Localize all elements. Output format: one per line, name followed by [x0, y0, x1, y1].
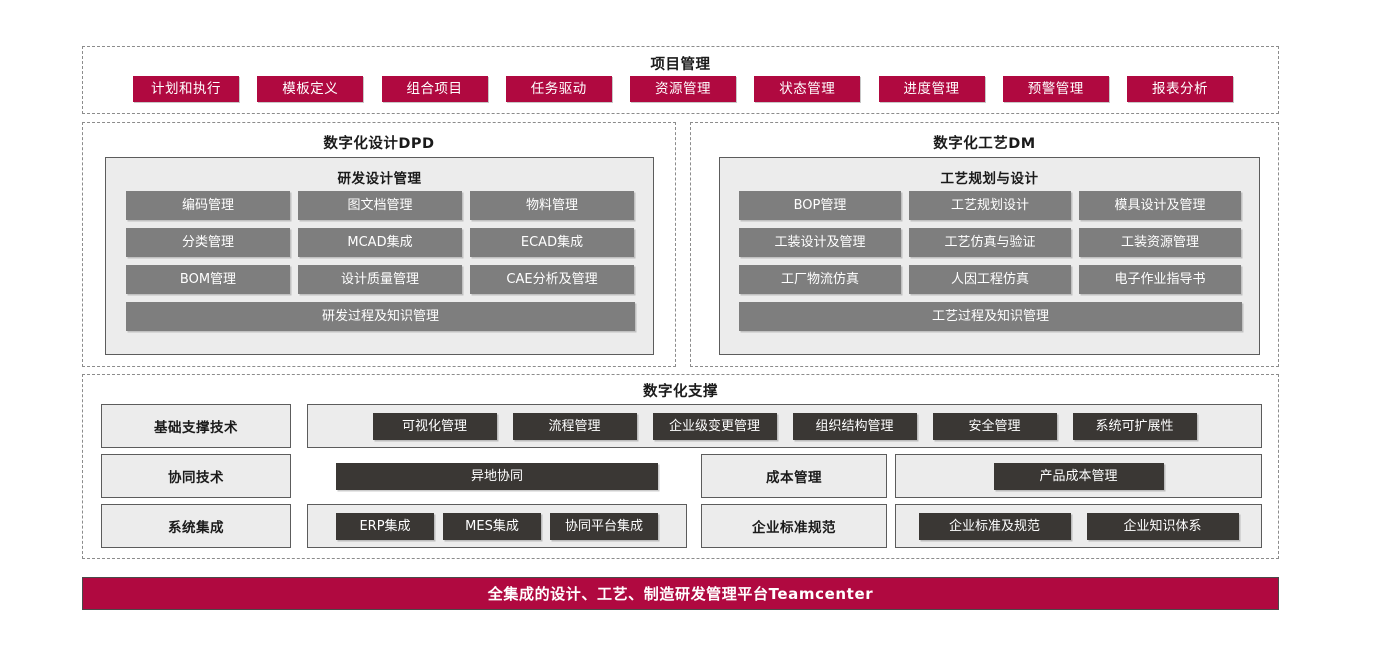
support-row-1-item-0[interactable]: 异地协同 [336, 462, 658, 490]
support-row-2-label: 系统集成 [101, 504, 291, 548]
pm-item-3[interactable]: 任务驱动 [505, 76, 612, 102]
support-row-2-item-0[interactable]: ERP集成 [336, 512, 434, 540]
dm-item-1-1[interactable]: 工艺仿真与验证 [909, 228, 1071, 257]
project-management-title: 项目管理 [650, 57, 711, 73]
support-row-2-right-item-0[interactable]: 企业标准及规范 [918, 512, 1071, 540]
support-row-1-mid-label: 成本管理 [701, 454, 887, 498]
support-row-0-item-2[interactable]: 企业级变更管理 [652, 412, 777, 440]
dm-group: 工艺规划与设计 BOP管理 工艺规划设计 模具设计及管理 工装设计及管理 工艺仿… [719, 157, 1260, 355]
pm-item-4[interactable]: 资源管理 [630, 76, 736, 102]
support-row-0-label: 基础支撑技术 [101, 404, 291, 448]
dpd-item-1-1[interactable]: MCAD集成 [298, 228, 462, 257]
support-row-0-item-0[interactable]: 可视化管理 [372, 412, 497, 440]
dpd-panel: 数字化设计DPD 研发设计管理 编码管理 图文档管理 物料管理 分类管理 MCA… [82, 122, 676, 367]
dpd-footer-item[interactable]: 研发过程及知识管理 [126, 302, 635, 331]
support-row-2-item-2[interactable]: 协同平台集成 [550, 512, 658, 540]
dm-item-1-2[interactable]: 工装资源管理 [1079, 228, 1241, 257]
dm-item-0-0[interactable]: BOP管理 [739, 191, 901, 220]
support-row-0-item-1[interactable]: 流程管理 [512, 412, 637, 440]
pm-item-8[interactable]: 报表分析 [1127, 76, 1233, 102]
dm-chip-row-2: 工厂物流仿真 人因工程仿真 电子作业指导书 [739, 265, 1242, 294]
dpd-chip-row-2: BOM管理 设计质量管理 CAE分析及管理 [126, 265, 635, 294]
dpd-item-0-1[interactable]: 图文档管理 [298, 191, 462, 220]
pm-item-0[interactable]: 计划和执行 [133, 76, 239, 102]
dpd-item-2-1[interactable]: 设计质量管理 [298, 265, 462, 294]
support-row-1-right-item-0[interactable]: 产品成本管理 [993, 462, 1164, 490]
support-row-1-track: 异地协同 [307, 454, 687, 498]
dm-chip-row-0: BOP管理 工艺规划设计 模具设计及管理 [739, 191, 1242, 220]
dm-chip-grid: BOP管理 工艺规划设计 模具设计及管理 工装设计及管理 工艺仿真与验证 工装资… [739, 191, 1242, 331]
dpd-group: 研发设计管理 编码管理 图文档管理 物料管理 分类管理 MCAD集成 ECAD集… [105, 157, 654, 355]
dpd-title: 数字化设计DPD [323, 136, 435, 152]
dpd-chip-row-0: 编码管理 图文档管理 物料管理 [126, 191, 635, 220]
pm-item-2[interactable]: 组合项目 [381, 76, 488, 102]
support-row-2-mid-label: 企业标准规范 [701, 504, 887, 548]
dm-group-title: 工艺规划与设计 [940, 171, 1039, 187]
support-title: 数字化支撑 [643, 384, 718, 400]
support-row-0-item-4[interactable]: 安全管理 [932, 412, 1057, 440]
project-management-pill-row: 计划和执行 模板定义 组合项目 任务驱动 资源管理 状态管理 进度管理 预警管理… [133, 76, 1233, 102]
platform-footer-bar: 全集成的设计、工艺、制造研发管理平台Teamcenter [82, 577, 1279, 610]
dm-footer-item[interactable]: 工艺过程及知识管理 [739, 302, 1242, 331]
support-row-1-label: 协同技术 [101, 454, 291, 498]
pm-item-6[interactable]: 进度管理 [878, 76, 985, 102]
support-row-0-item-5[interactable]: 系统可扩展性 [1072, 412, 1197, 440]
dm-title: 数字化工艺DM [933, 136, 1036, 152]
pm-item-5[interactable]: 状态管理 [754, 76, 861, 102]
support-panel: 数字化支撑 基础支撑技术 可视化管理 流程管理 企业级变更管理 组织结构管理 安… [82, 374, 1279, 559]
pm-item-1[interactable]: 模板定义 [257, 76, 364, 102]
dpd-item-2-2[interactable]: CAE分析及管理 [470, 265, 634, 294]
support-row-2-track: ERP集成 MES集成 协同平台集成 [307, 504, 687, 548]
dpd-item-0-2[interactable]: 物料管理 [470, 191, 634, 220]
project-management-panel: 项目管理 计划和执行 模板定义 组合项目 任务驱动 资源管理 状态管理 进度管理… [82, 46, 1279, 114]
dm-chip-row-1: 工装设计及管理 工艺仿真与验证 工装资源管理 [739, 228, 1242, 257]
dpd-chip-row-1: 分类管理 MCAD集成 ECAD集成 [126, 228, 635, 257]
dm-item-2-0[interactable]: 工厂物流仿真 [739, 265, 901, 294]
dm-panel: 数字化工艺DM 工艺规划与设计 BOP管理 工艺规划设计 模具设计及管理 工装设… [690, 122, 1279, 367]
support-row-2-right-item-1[interactable]: 企业知识体系 [1086, 512, 1239, 540]
support-row-2-right-track: 企业标准及规范 企业知识体系 [895, 504, 1262, 548]
support-row-2-item-1[interactable]: MES集成 [443, 512, 541, 540]
dm-chip-row-3: 工艺过程及知识管理 [739, 302, 1242, 331]
support-row-1-right-track: 产品成本管理 [895, 454, 1262, 498]
dm-item-0-2[interactable]: 模具设计及管理 [1079, 191, 1241, 220]
dpd-item-1-0[interactable]: 分类管理 [126, 228, 290, 257]
pm-item-7[interactable]: 预警管理 [1002, 76, 1109, 102]
dpd-item-0-0[interactable]: 编码管理 [126, 191, 290, 220]
support-row-0-item-3[interactable]: 组织结构管理 [792, 412, 917, 440]
dpd-item-1-2[interactable]: ECAD集成 [470, 228, 634, 257]
dpd-chip-grid: 编码管理 图文档管理 物料管理 分类管理 MCAD集成 ECAD集成 BOM管理… [126, 191, 635, 331]
dpd-item-2-0[interactable]: BOM管理 [126, 265, 290, 294]
dpd-chip-row-3: 研发过程及知识管理 [126, 302, 635, 331]
dm-item-2-2[interactable]: 电子作业指导书 [1079, 265, 1241, 294]
dm-item-1-0[interactable]: 工装设计及管理 [739, 228, 901, 257]
dm-item-0-1[interactable]: 工艺规划设计 [909, 191, 1071, 220]
support-row-0-track: 可视化管理 流程管理 企业级变更管理 组织结构管理 安全管理 系统可扩展性 [307, 404, 1262, 448]
dm-item-2-1[interactable]: 人因工程仿真 [909, 265, 1071, 294]
dpd-group-title: 研发设计管理 [337, 171, 422, 187]
